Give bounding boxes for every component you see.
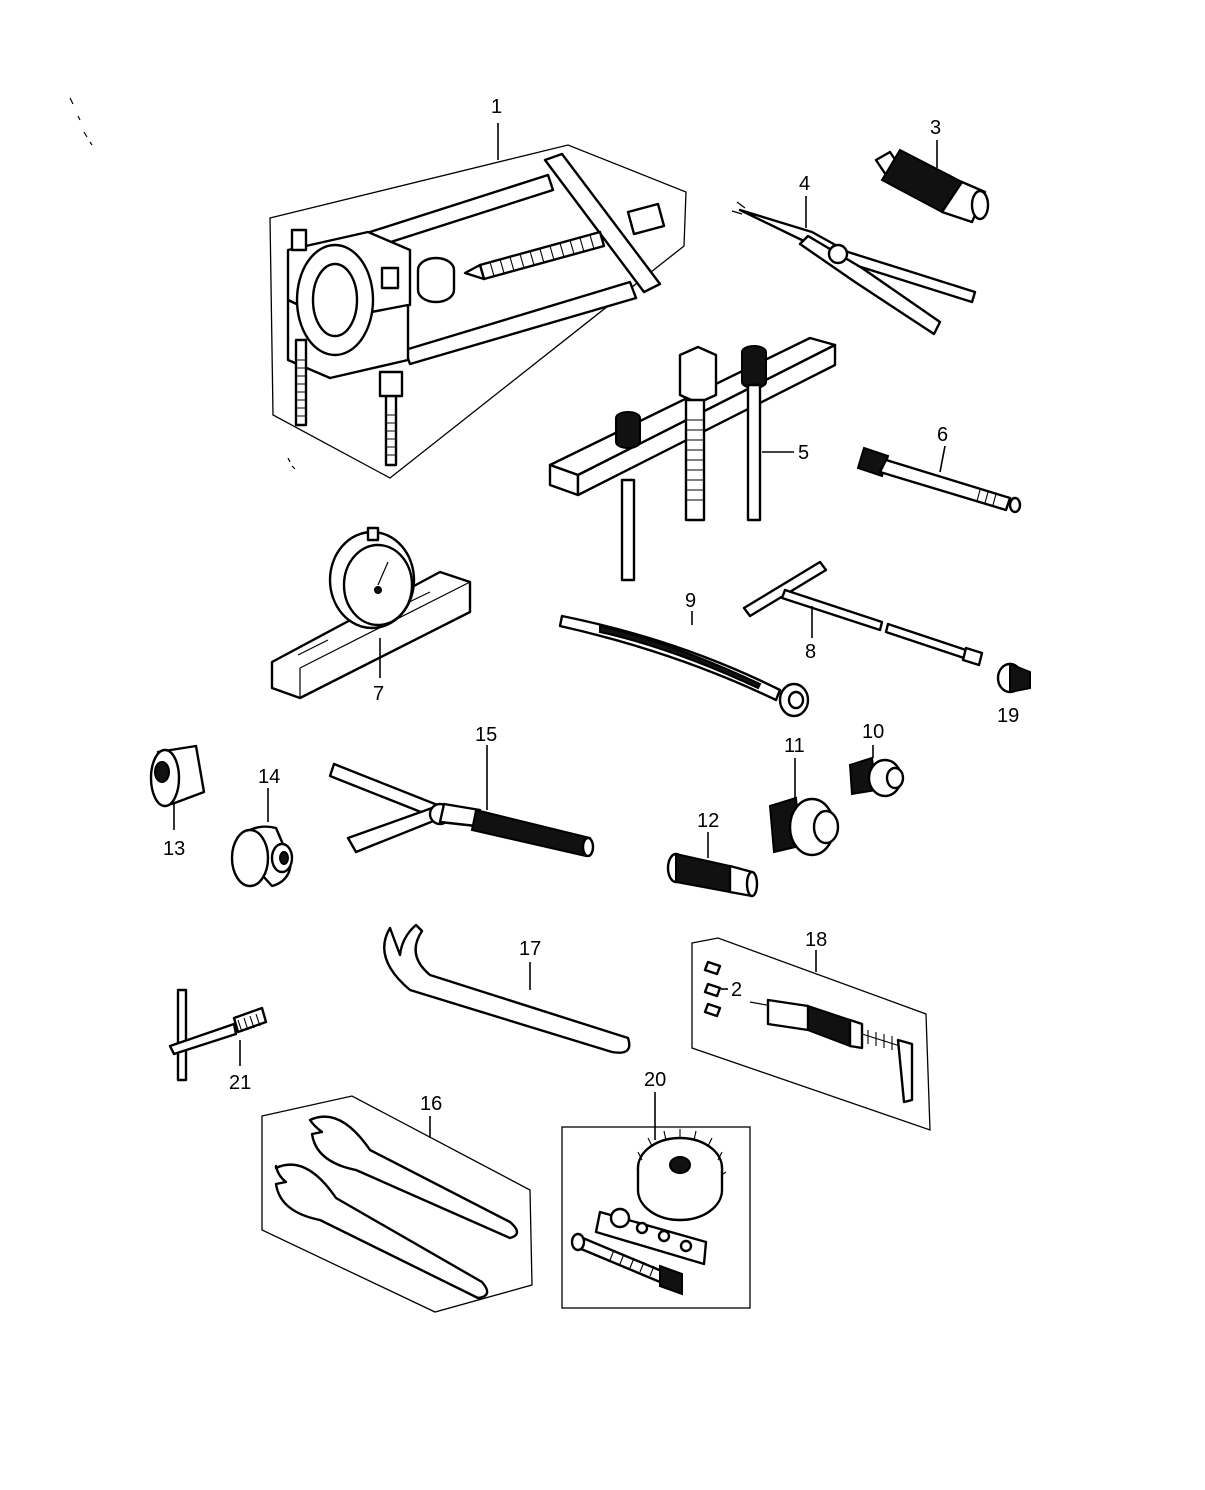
- part-number-3: 3: [930, 117, 941, 139]
- part-number-12: 12: [697, 810, 719, 832]
- part-14-stepped-collar: [230, 825, 294, 888]
- part-20-gear-holder: [561, 1126, 751, 1309]
- part-number-15: 15: [475, 724, 497, 746]
- part-9-flexible-rod: [558, 614, 810, 718]
- part-17-hook-spanner: [383, 923, 631, 1054]
- part-8-t-handle: [742, 560, 984, 667]
- part-number-6: 6: [937, 424, 948, 446]
- scan-specks: [69, 97, 296, 470]
- part-number-14: 14: [258, 766, 280, 788]
- part-1-bearing-puller: [269, 144, 687, 479]
- part-number-16: 16: [420, 1093, 442, 1115]
- part-10-drift: [848, 756, 905, 798]
- part-number-11: 11: [784, 735, 805, 757]
- part-number-7: 7: [373, 683, 384, 705]
- part-21-t-screw: [168, 988, 268, 1082]
- part-15-holder-pliers: [328, 762, 595, 858]
- part-6-long-bolt: [856, 446, 1022, 514]
- part-13-cup-adapter: [149, 744, 206, 808]
- part-4-circlip-pliers: [731, 201, 977, 336]
- part-number-8: 8: [805, 641, 816, 663]
- part-7-dial-gauge-stand: [270, 526, 472, 700]
- part-12-threaded-sleeve: [666, 852, 759, 898]
- part-number-2: 2: [731, 979, 742, 1001]
- part-16-spanner-pair: [261, 1095, 533, 1313]
- part-number-18: 18: [805, 929, 827, 951]
- part-number-9: 9: [685, 590, 696, 612]
- part-5-puller-bar: [548, 336, 837, 582]
- part-number-19: 19: [997, 705, 1019, 727]
- part-18-slide-hammer: [691, 937, 931, 1131]
- part-number-20: 20: [644, 1069, 666, 1091]
- part-number-17: 17: [519, 938, 541, 960]
- part-3-weight: [874, 148, 990, 224]
- part-number-1: 1: [491, 96, 502, 118]
- part-number-4: 4: [799, 173, 810, 195]
- part-number-10: 10: [862, 721, 884, 743]
- part-11-bearing-driver: [768, 796, 840, 857]
- part-number-5: 5: [798, 442, 809, 464]
- part-number-13: 13: [163, 838, 185, 860]
- part-19-cone-adapter: [996, 662, 1031, 694]
- part-number-21: 21: [229, 1072, 251, 1094]
